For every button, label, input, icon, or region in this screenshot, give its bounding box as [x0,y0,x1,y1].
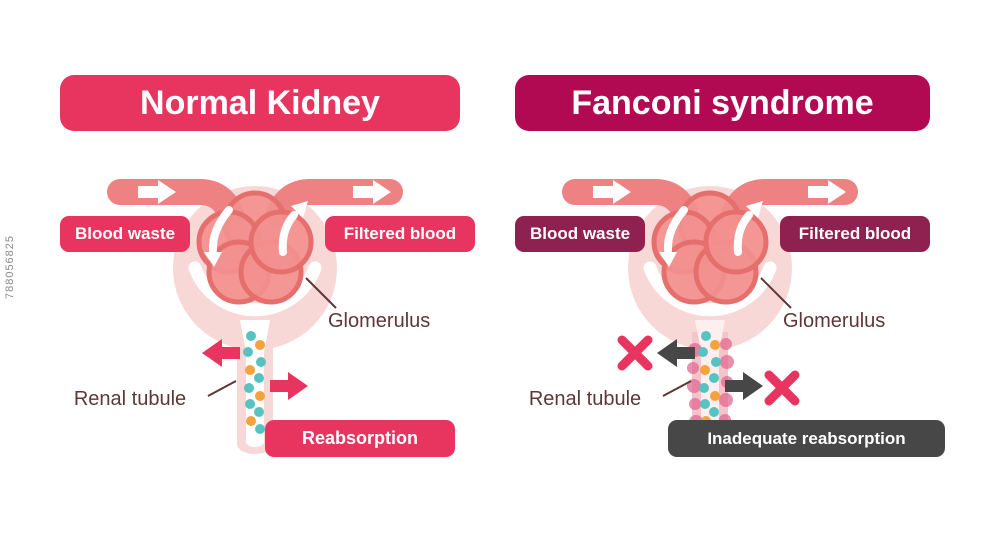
capsule-flow-arrows [204,201,308,267]
blood-waste-badge: Blood waste [60,216,190,252]
reabsorption-badge: Reabsorption [265,420,455,457]
fanconi-nephron-diagram [562,179,858,454]
capsule-flow-arrows [659,201,763,267]
leader-lines [662,277,792,397]
glomerulus-leader-line [305,277,337,309]
panel-fanconi-syndrome: Fanconi syndrome [455,0,955,533]
inadequate-reabsorption-badge: Inadequate reabsorption [668,420,945,457]
glomerulus-label: Glomerulus [328,310,431,332]
glomerulus-leader-line [760,277,792,309]
blocked-cross-right-icon [764,370,800,406]
renal-tubule-leader-line [207,380,237,397]
flow-arrow-icon [353,180,391,204]
blood-waste-badge: Blood waste [515,216,645,252]
reabsorption-arrow-right [725,372,763,400]
solute-dots [243,331,266,434]
glomerulus-label: Glomerulus [783,310,886,332]
flow-arrow-icon [138,180,176,204]
reabsorption-arrow-left [202,339,240,367]
flow-arrow-icon [204,252,222,267]
blocked-reabsorption-arrows [617,335,800,406]
renal-tubule-leader-line [662,380,692,397]
normal-kidney-title: Normal Kidney [60,75,460,131]
reabsorption-arrow-right [270,372,308,400]
panel-normal-kidney: Normal Kidney [0,0,500,533]
renal-tubule-label: Renal tubule [528,388,642,410]
reabsorption-arrow-left [657,339,695,367]
filtered-blood-badge: Filtered blood [325,216,475,252]
flow-arrow-icon [291,201,308,218]
flow-arrow-icon [808,180,846,204]
blocked-cross-left-icon [617,335,653,371]
flow-arrow-icon [593,180,631,204]
filtered-blood-badge: Filtered blood [780,216,930,252]
renal-tubule-label: Renal tubule [73,388,187,410]
flow-arrow-icon [746,201,763,218]
flow-arrow-icon [659,252,677,267]
fanconi-syndrome-title: Fanconi syndrome [515,75,930,131]
reabsorption-arrows [202,339,308,400]
leader-lines [207,277,337,397]
normal-nephron-diagram [107,179,403,454]
